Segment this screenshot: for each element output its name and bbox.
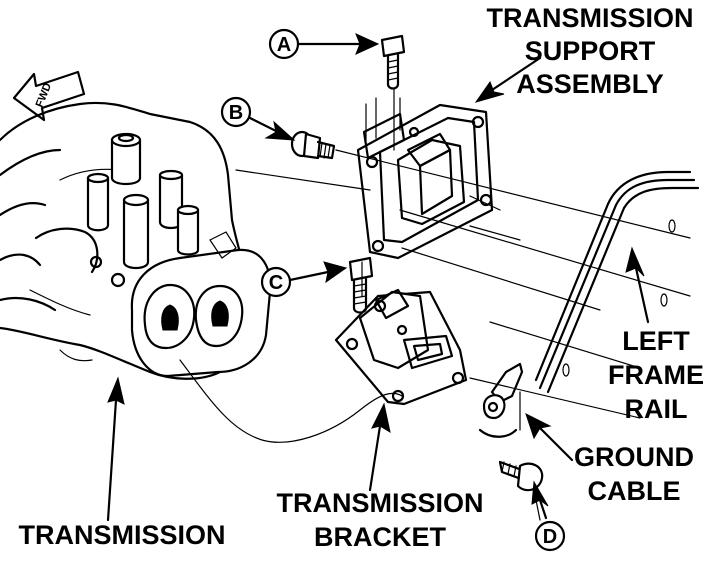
left-frame-rail xyxy=(534,170,700,394)
bolt-b-icon xyxy=(290,130,336,160)
label-ground-line-1: GROUND xyxy=(574,442,694,472)
alignment-lines xyxy=(179,89,691,521)
transmission-housing xyxy=(0,101,272,380)
callout-b: B xyxy=(220,96,252,128)
callout-d-letter: D xyxy=(543,526,557,548)
bolt-d-icon xyxy=(498,460,544,492)
label-transmission-support-assembly: TRANSMISSION SUPPORT ASSEMBLY xyxy=(486,3,693,99)
label-support-line-3: ASSEMBLY xyxy=(516,69,664,99)
bolt-c-icon xyxy=(348,256,374,314)
label-transmission: TRANSMISSION xyxy=(18,520,225,550)
label-left-frame-rail: LEFT FRAME RAIL xyxy=(608,326,704,424)
transmission-support-assembly xyxy=(356,103,494,260)
fwd-arrow-icon: FWD xyxy=(12,70,86,122)
transmission-bracket xyxy=(334,288,468,406)
label-bracket-line-1: TRANSMISSION xyxy=(276,488,483,518)
label-rail-line-2: FRAME xyxy=(608,360,704,390)
label-bracket-line-2: BRACKET xyxy=(314,522,447,552)
label-rail-line-1: LEFT xyxy=(622,326,690,356)
label-rail-line-3: RAIL xyxy=(625,394,688,424)
label-ground-cable: GROUND CABLE xyxy=(574,442,694,506)
label-ground-line-2: CABLE xyxy=(588,476,681,506)
leader-arrows xyxy=(106,33,650,522)
callout-c-letter: C xyxy=(269,272,283,294)
ground-cable xyxy=(478,362,524,438)
callout-d: D xyxy=(534,520,566,552)
callout-a: A xyxy=(268,28,300,60)
bolt-a-icon xyxy=(380,34,406,90)
callout-b-letter: B xyxy=(229,102,243,124)
callout-c: C xyxy=(260,266,292,298)
callout-a-letter: A xyxy=(277,34,291,56)
label-support-line-2: SUPPORT xyxy=(525,36,656,66)
label-support-line-1: TRANSMISSION xyxy=(486,3,693,33)
label-transmission-bracket: TRANSMISSION BRACKET xyxy=(276,488,483,552)
